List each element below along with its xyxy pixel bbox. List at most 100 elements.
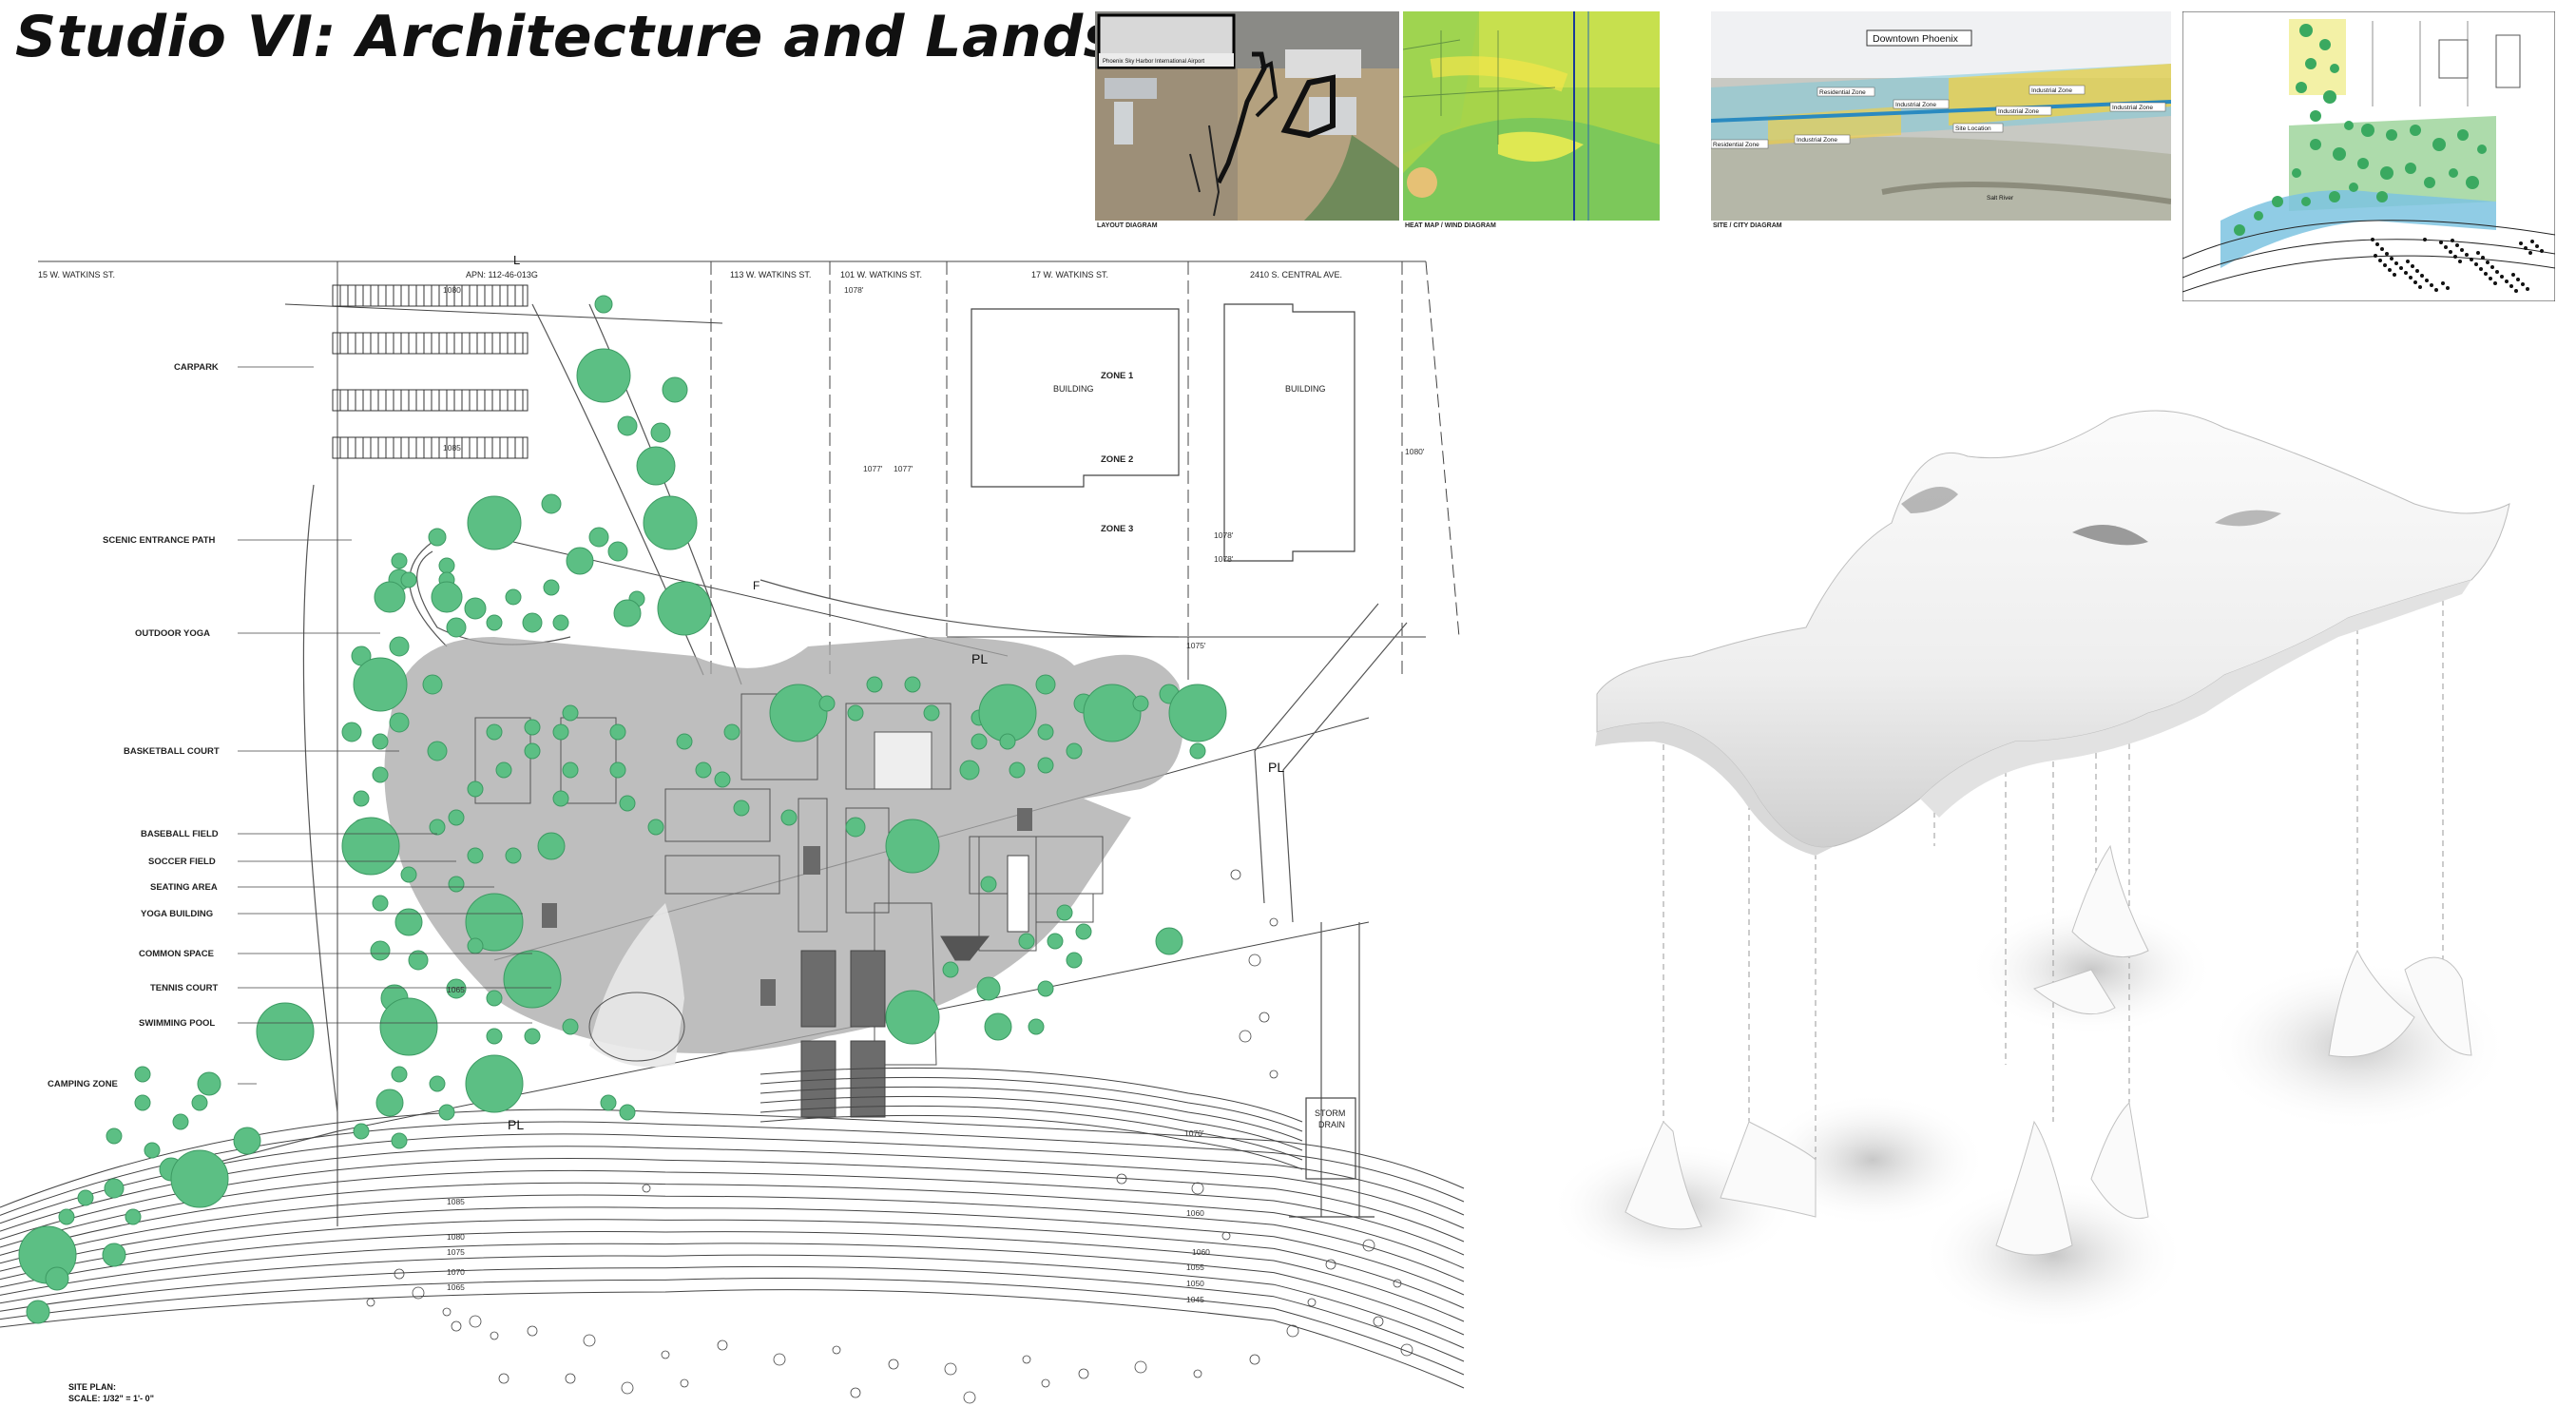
tree: [58, 1208, 75, 1225]
tree: [379, 997, 438, 1056]
tree: [391, 552, 408, 569]
elevation-label: 1075: [447, 1247, 465, 1257]
tree: [375, 1089, 404, 1117]
shrub: [490, 1331, 499, 1340]
tree: [2272, 196, 2283, 207]
tree: [769, 684, 828, 742]
shrub: [642, 1184, 651, 1193]
river-label: Salt River: [1987, 195, 2014, 202]
tree: [448, 809, 465, 826]
tree: [370, 940, 391, 961]
tree: [885, 819, 940, 874]
north-marker: L: [513, 253, 520, 267]
label-carpark: CARPARK: [174, 362, 219, 373]
shrub: [2380, 247, 2384, 251]
page-title: Studio VI: Architecture and Landscape: [15, 4, 1272, 70]
contour-line: [0, 1243, 1465, 1336]
tree: [971, 733, 988, 750]
elevation-label: 1050: [1186, 1279, 1204, 1288]
elevation-label: 1055: [1186, 1262, 1204, 1272]
site-plan-title: SITE PLAN:: [68, 1382, 116, 1392]
shrub: [2394, 261, 2398, 265]
tree: [1009, 761, 1026, 779]
shrub: [1286, 1324, 1299, 1338]
tree: [2299, 24, 2313, 37]
label-outdoor-yoga: OUTDOOR YOGA: [135, 628, 210, 639]
zone-label: Industrial Zone: [1895, 102, 1936, 108]
tree: [1018, 933, 1035, 950]
tree: [486, 990, 503, 1007]
shrub: [583, 1334, 596, 1347]
tree: [714, 771, 731, 788]
contour-line: [759, 1076, 1303, 1132]
shrub: [1191, 1182, 1204, 1195]
tree: [607, 541, 628, 562]
tree: [959, 760, 980, 780]
contour-line: [0, 1278, 1465, 1376]
tree: [394, 908, 423, 936]
tree: [543, 579, 560, 596]
mini-site-plan-thumbnail: [2182, 11, 2555, 301]
tree: [524, 719, 541, 736]
tree: [904, 676, 921, 693]
tree: [26, 1300, 50, 1324]
canopy-render: [1559, 399, 2576, 1407]
heat-map-thumbnail: [1403, 11, 1660, 221]
shrub: [1239, 1030, 1252, 1043]
heat-map-caption: HEAT MAP / WIND DIAGRAM: [1405, 222, 1496, 229]
shrub: [717, 1339, 728, 1351]
tree: [2310, 110, 2321, 122]
shrub: [773, 1353, 786, 1366]
elevation-label: 1075': [1186, 641, 1206, 650]
tree: [446, 978, 467, 999]
shrub: [366, 1298, 375, 1307]
tree: [980, 876, 997, 893]
shrub: [442, 1307, 452, 1317]
tree: [2410, 125, 2421, 136]
tree: [984, 1012, 1012, 1041]
tree: [636, 446, 676, 486]
shrub: [2406, 260, 2410, 263]
elevation-label: 1080': [1405, 447, 1425, 456]
shrub: [2516, 278, 2520, 281]
tree: [2376, 191, 2388, 202]
shrub: [2521, 282, 2525, 286]
tree: [2323, 90, 2336, 104]
property-line-marker: PL: [971, 651, 988, 666]
elevation-label: 1077': [863, 464, 883, 473]
tree: [374, 581, 406, 613]
label-yoga-building: YOGA BUILDING: [141, 909, 213, 919]
city-diagram-caption: SITE / CITY DIAGRAM: [1713, 222, 1782, 229]
shrub: [469, 1315, 482, 1328]
tree: [588, 527, 609, 548]
shrub: [2449, 250, 2452, 254]
label-camping-zone: CAMPING ZONE: [48, 1079, 118, 1089]
tree: [2301, 197, 2311, 206]
tree: [2234, 224, 2245, 236]
tree: [372, 895, 389, 912]
tree: [923, 704, 940, 722]
shrub: [2484, 272, 2488, 276]
tree: [847, 704, 864, 722]
tree: [427, 741, 448, 761]
tree: [172, 1113, 189, 1130]
shrub: [1221, 1231, 1231, 1241]
tree: [106, 1127, 123, 1145]
shrub: [850, 1387, 861, 1398]
tree: [486, 614, 503, 631]
tree: [2466, 176, 2479, 189]
shrub: [2528, 251, 2532, 255]
shrub: [2465, 253, 2469, 257]
tree: [353, 1123, 370, 1140]
tree: [657, 581, 712, 636]
tree: [647, 819, 664, 836]
tree: [233, 1127, 261, 1155]
tree: [2305, 58, 2316, 69]
contour-line: [759, 1105, 1303, 1161]
shrub: [1193, 1369, 1202, 1378]
shrub: [2476, 251, 2480, 255]
shrub: [2460, 248, 2464, 252]
tree: [613, 599, 642, 627]
label-baseball-field: BASEBALL FIELD: [141, 829, 219, 839]
label-soccer-field: SOCCER FIELD: [148, 857, 216, 867]
